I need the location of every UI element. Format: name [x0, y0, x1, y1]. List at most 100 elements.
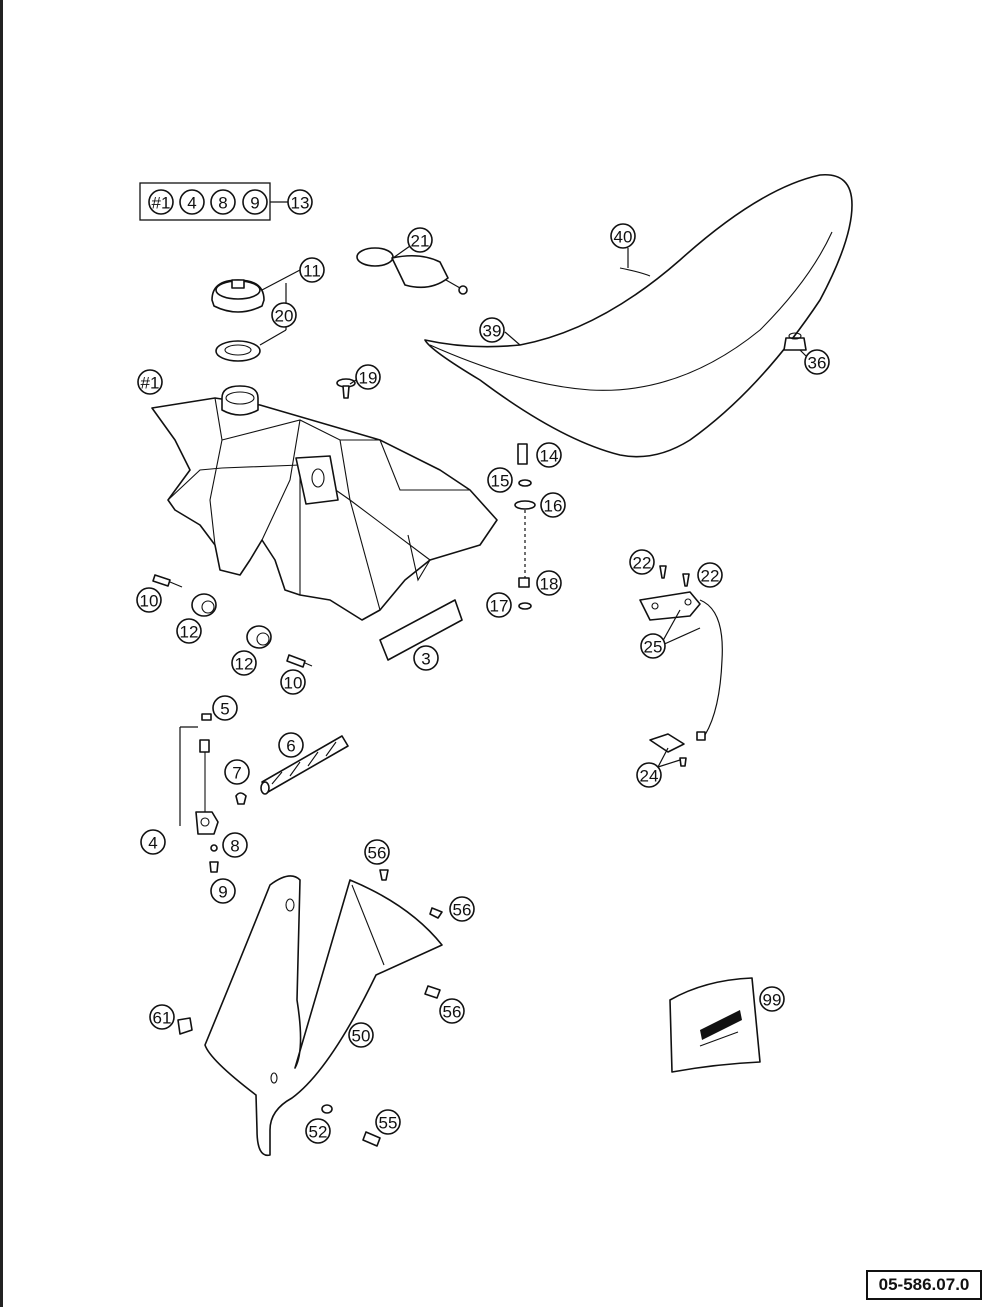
tank-screw [336, 378, 356, 399]
kit-item-8: 8 [210, 189, 236, 215]
svg-text:4: 4 [187, 194, 196, 213]
callout-10: 10 [280, 669, 306, 695]
svg-text:55: 55 [379, 1114, 398, 1133]
fuel-tank [151, 385, 498, 621]
svg-text:12: 12 [235, 655, 254, 674]
callout-11: 11 [299, 257, 325, 283]
svg-text:13: 13 [291, 194, 310, 213]
callout-99: 99 [759, 986, 785, 1012]
callout-20: 20 [271, 302, 297, 328]
svg-text:12: 12 [180, 623, 199, 642]
callout-6: 6 [278, 732, 304, 758]
svg-text:8: 8 [218, 194, 227, 213]
callout-16: 16 [540, 492, 566, 518]
svg-text:#1: #1 [152, 194, 171, 213]
svg-text:11: 11 [303, 262, 321, 281]
svg-text:3: 3 [421, 650, 430, 669]
svg-text:19: 19 [359, 369, 378, 388]
callout-17: 17 [486, 592, 512, 618]
svg-text:56: 56 [443, 1003, 462, 1022]
svg-text:17: 17 [490, 597, 509, 616]
callout-7: 7 [224, 759, 250, 785]
hose-clamp [235, 792, 247, 805]
tank-decal [379, 599, 463, 661]
callout-hash1: #1 [137, 369, 163, 395]
seat-bolt-stack [514, 443, 536, 610]
svg-text:14: 14 [540, 447, 559, 466]
callout-39: 39 [479, 317, 505, 343]
kit-item-hash1: #1 [148, 189, 174, 215]
spoiler-washer [321, 1104, 333, 1114]
callout-36: 36 [804, 349, 830, 375]
callout-12: 12 [176, 618, 202, 644]
svg-text:61: 61 [153, 1009, 172, 1028]
seat [424, 174, 853, 458]
callout-9: 9 [210, 878, 236, 904]
callout-21: 21 [407, 227, 433, 253]
fuel-tap [179, 713, 219, 873]
svg-text:22: 22 [633, 554, 652, 573]
svg-text:9: 9 [218, 883, 227, 902]
callout-15: 15 [487, 467, 513, 493]
callout-52: 52 [305, 1118, 331, 1144]
callout-50: 50 [348, 1022, 374, 1048]
kit-callouts: #1 4 8 9 13 [148, 189, 313, 215]
svg-text:52: 52 [309, 1123, 328, 1142]
svg-text:5: 5 [220, 700, 229, 719]
svg-text:25: 25 [644, 638, 663, 657]
callout-3: 3 [413, 645, 439, 671]
svg-text:7: 7 [232, 764, 241, 783]
callout-40: 40 [610, 223, 636, 249]
callout-4: 4 [140, 829, 166, 855]
svg-text:24: 24 [640, 767, 659, 786]
svg-text:99: 99 [763, 991, 782, 1010]
svg-text:39: 39 [483, 322, 502, 341]
svg-text:18: 18 [540, 575, 559, 594]
svg-text:40: 40 [614, 228, 633, 247]
callout-56: 56 [439, 998, 465, 1024]
svg-text:9: 9 [250, 194, 259, 213]
callout-56: 56 [449, 896, 475, 922]
svg-text:56: 56 [453, 901, 472, 920]
callout-55: 55 [375, 1109, 401, 1135]
svg-text:15: 15 [491, 472, 510, 491]
svg-text:56: 56 [368, 844, 387, 863]
fuel-cap-seal [215, 340, 261, 362]
callout-24: 24 [636, 762, 662, 788]
callout-18: 18 [536, 570, 562, 596]
svg-text:6: 6 [286, 737, 295, 756]
svg-text:16: 16 [544, 497, 563, 516]
callout-10: 10 [136, 587, 162, 613]
callout-25: 25 [640, 633, 666, 659]
kit-ref-callout: 13 [287, 189, 313, 215]
fuel-cap [211, 279, 265, 313]
breather-hose [356, 247, 468, 295]
brochure [669, 977, 761, 1073]
svg-text:50: 50 [352, 1027, 371, 1046]
svg-text:#1: #1 [141, 374, 160, 393]
mounting-bolt-lower [286, 654, 313, 668]
rubber-bushing-lower [246, 625, 272, 649]
callout-19: 19 [355, 364, 381, 390]
radiator-spoiler [204, 875, 443, 1157]
svg-text:8: 8 [230, 837, 239, 856]
callout-61: 61 [149, 1004, 175, 1030]
callout-5: 5 [212, 695, 238, 721]
svg-text:10: 10 [284, 674, 303, 693]
callout-22: 22 [629, 549, 655, 575]
spoiler-screws [379, 869, 443, 999]
svg-text:4: 4 [148, 834, 157, 853]
callout-8: 8 [222, 832, 248, 858]
rubber-bushing-upper [191, 593, 217, 617]
svg-text:22: 22 [701, 567, 720, 586]
mounting-bolt-upper [152, 574, 183, 588]
fuel-hose [260, 735, 349, 795]
callouts: #134567891010111212141516171819202122222… [136, 223, 830, 1144]
spoiler-bolt [362, 1131, 381, 1147]
svg-text:36: 36 [808, 354, 827, 373]
kit-item-4: 4 [179, 189, 205, 215]
kit-item-9: 9 [242, 189, 268, 215]
spoiler-nut [177, 1017, 193, 1035]
svg-text:20: 20 [275, 307, 294, 326]
